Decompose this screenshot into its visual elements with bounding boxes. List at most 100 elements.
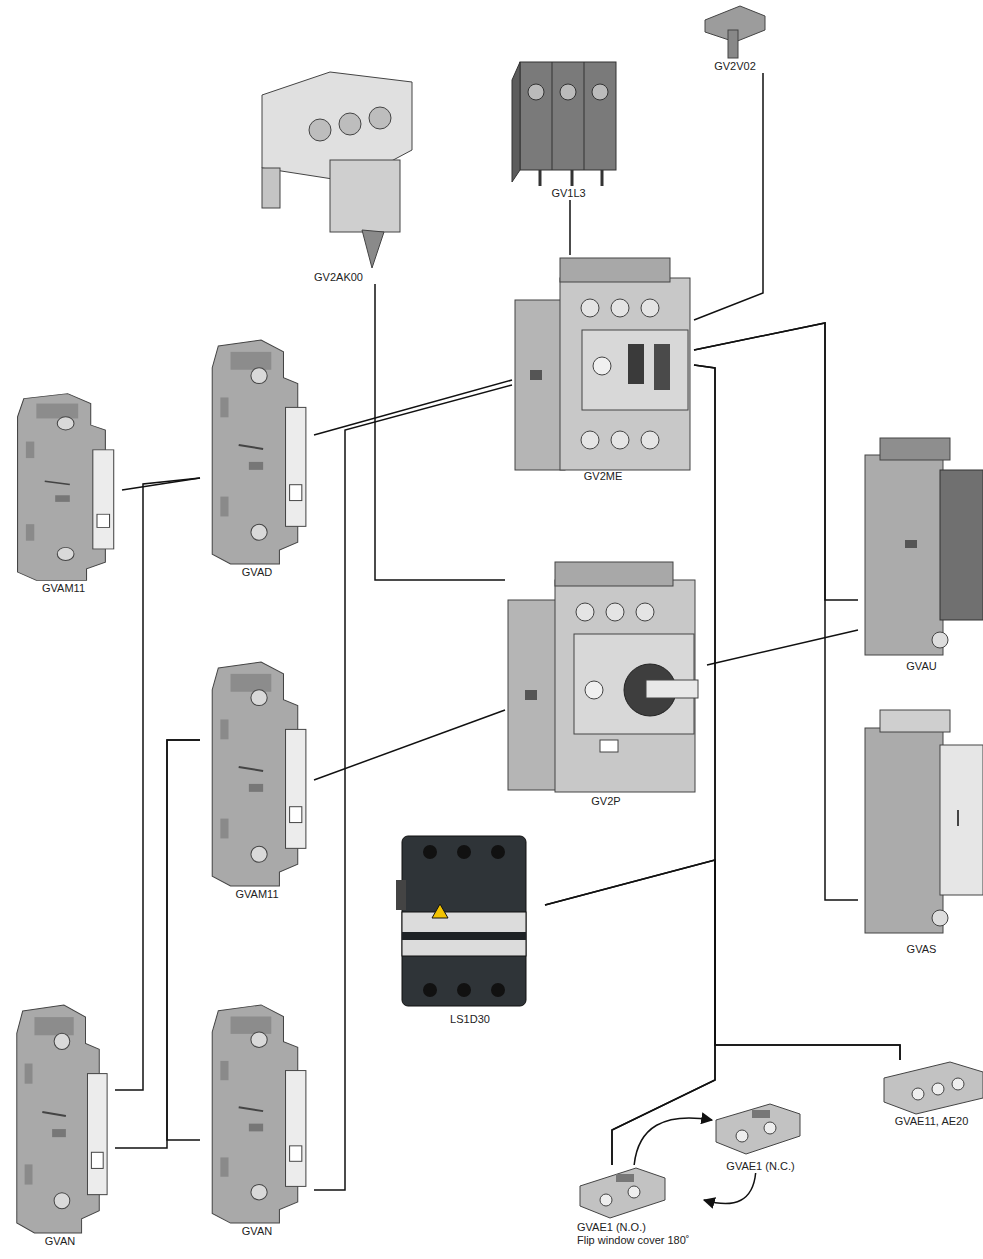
connector bbox=[694, 323, 858, 900]
part-label: GVAM11 bbox=[200, 888, 314, 901]
motor-breaker-rotary-part bbox=[576, 603, 594, 621]
contactor-part bbox=[402, 836, 526, 1006]
motor-breaker-pushbutton-part bbox=[654, 344, 670, 390]
motor-breaker-pushbutton-part bbox=[530, 370, 542, 380]
contactor-part bbox=[396, 880, 406, 910]
motor-breaker-rotary-part bbox=[606, 603, 624, 621]
shunt-release-part bbox=[880, 710, 950, 732]
part-label: GVAE11, AE20 bbox=[878, 1115, 983, 1128]
connector bbox=[167, 740, 200, 1140]
connector bbox=[115, 740, 200, 1148]
part-label: GV2ME bbox=[512, 470, 694, 483]
connector bbox=[570, 200, 571, 255]
shunt-release-part bbox=[932, 910, 948, 926]
part-label: GVAD bbox=[200, 566, 314, 579]
flip-arrow bbox=[634, 1118, 712, 1165]
terminal-block bbox=[512, 62, 616, 186]
part-label: GVAU bbox=[858, 660, 983, 673]
part-item: GVAM11 bbox=[5, 392, 122, 595]
undervoltage-release-part bbox=[905, 540, 917, 548]
terminal-block-part bbox=[571, 170, 574, 186]
connector-line bbox=[707, 630, 858, 665]
front-contact-block-double-part bbox=[952, 1078, 964, 1090]
contactor-part bbox=[491, 845, 505, 859]
picture-area bbox=[5, 1003, 115, 1235]
connector-line bbox=[694, 365, 900, 1060]
picture-area bbox=[577, 1165, 704, 1221]
undervoltage-release-part bbox=[932, 632, 948, 648]
front-contact-block-no-part bbox=[628, 1186, 640, 1198]
connector-line bbox=[167, 740, 200, 1140]
part-item: GV1L3 bbox=[510, 52, 627, 200]
part-label: GV2V02 bbox=[700, 60, 770, 73]
handle-adapter bbox=[262, 72, 412, 268]
contactor-part bbox=[457, 845, 471, 859]
padlock-fitting bbox=[705, 6, 765, 58]
motor-breaker-pushbutton-part bbox=[641, 431, 659, 449]
connector bbox=[694, 365, 900, 1060]
part-label: GV1L3 bbox=[510, 187, 627, 200]
connector bbox=[314, 380, 512, 435]
motor-breaker-pushbutton bbox=[515, 258, 690, 470]
auxiliary-contact-blocks-part bbox=[18, 394, 114, 581]
front-contact-block-nc bbox=[716, 1104, 800, 1154]
picture-area bbox=[858, 435, 983, 660]
terminal-block-part bbox=[539, 170, 542, 186]
contactor-part bbox=[457, 983, 471, 997]
part-item: GVAE1 (N.O.)Flip window cover 180˚ bbox=[577, 1165, 704, 1247]
contactor-part bbox=[432, 904, 448, 918]
motor-breaker-rotary-part bbox=[636, 603, 654, 621]
picture-area bbox=[712, 1098, 809, 1160]
terminal-block-part bbox=[512, 62, 520, 182]
motor-breaker-pushbutton-part bbox=[641, 299, 659, 317]
part-item: GV2P bbox=[505, 555, 707, 808]
undervoltage-release-part bbox=[865, 455, 943, 655]
contactor-part bbox=[491, 983, 505, 997]
connector bbox=[545, 860, 715, 1165]
part-label: GVAN bbox=[5, 1235, 115, 1248]
connector bbox=[115, 478, 200, 1090]
picture-area bbox=[700, 2, 770, 60]
part-item: GVAM11 bbox=[200, 660, 314, 901]
picture-area bbox=[255, 68, 422, 271]
motor-breaker-pushbutton-part bbox=[581, 299, 599, 317]
part-item: GVAS bbox=[858, 708, 983, 956]
motor-breaker-pushbutton-part bbox=[515, 300, 565, 470]
part-item: GVAN bbox=[5, 1003, 115, 1248]
part-item: GV2V02 bbox=[700, 2, 770, 73]
connector-line bbox=[569, 200, 571, 255]
front-contact-block-no-part bbox=[600, 1194, 612, 1206]
handle-adapter-part bbox=[330, 160, 400, 232]
auxiliary-contact-blocks bbox=[17, 340, 306, 1233]
padlock-fitting-part bbox=[728, 30, 738, 58]
motor-breaker-rotary-part bbox=[555, 562, 673, 586]
shunt-release-part bbox=[957, 810, 959, 826]
contactor-part bbox=[402, 912, 526, 956]
motor-breaker-pushbutton-part bbox=[560, 258, 670, 282]
picture-area bbox=[878, 1060, 983, 1115]
contactor-part bbox=[402, 932, 526, 940]
contactor-part bbox=[423, 845, 437, 859]
part-item: GVAD bbox=[200, 338, 314, 579]
shunt-release bbox=[865, 710, 983, 933]
terminal-block-part bbox=[560, 84, 576, 100]
connector-line bbox=[545, 860, 715, 1165]
connector-line bbox=[694, 323, 858, 600]
auxiliary-contact-blocks-part bbox=[212, 662, 306, 886]
connector bbox=[545, 860, 900, 1060]
front-contact-block-nc-part bbox=[752, 1110, 770, 1118]
part-label: GVAM11 bbox=[5, 582, 122, 595]
connector bbox=[375, 284, 505, 580]
connector-line bbox=[115, 740, 200, 1148]
part-label: GVAE1 (N.C.) bbox=[712, 1160, 809, 1173]
connector-line bbox=[314, 380, 512, 435]
front-contact-block-no bbox=[580, 1168, 665, 1218]
part-item: GVAN bbox=[200, 1003, 314, 1238]
shunt-release-part bbox=[865, 728, 943, 933]
terminal-block-part bbox=[520, 62, 616, 170]
front-contact-block-double bbox=[884, 1062, 983, 1114]
connector-line bbox=[694, 323, 858, 900]
front-contact-block-double-part bbox=[932, 1083, 944, 1095]
